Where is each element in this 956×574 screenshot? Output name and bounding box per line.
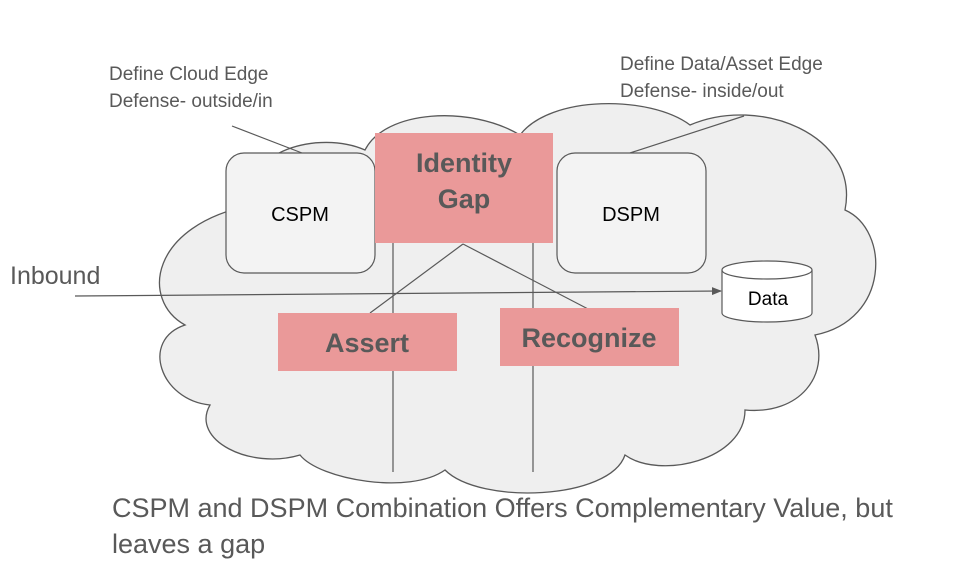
data-edge-leader-line: [629, 115, 745, 154]
gap-to-assert-line: [369, 243, 464, 314]
recognize-label: Recognize: [521, 323, 656, 353]
inbound-arrow: [74, 287, 722, 297]
inbound-label: Inbound: [10, 262, 100, 290]
assert-box: [278, 313, 457, 371]
data-edge-annotation-line2: Defense- inside/out: [620, 81, 784, 102]
diagram-caption: CSPM and DSPM Combination Offers Complem…: [112, 493, 893, 559]
cloud-edge-annotation-line1: Define Cloud Edge: [109, 64, 269, 85]
cloud-edge-annotation-line2: Defense- outside/in: [109, 91, 273, 112]
identity-gap-box: [375, 133, 553, 243]
cloud-edge-leader-line: [231, 125, 303, 154]
dspm-box: [556, 152, 707, 274]
recognize-box: [500, 308, 679, 366]
gap-to-recognize-line: [462, 243, 591, 311]
dspm-label: DSPM: [602, 204, 660, 226]
data-label: Data: [748, 289, 789, 310]
data-edge-annotation-line1: Define Data/Asset Edge: [620, 54, 823, 75]
identity-gap-label-line2: Gap: [438, 184, 491, 214]
identity-gap-label-line1: Identity: [416, 148, 512, 178]
data-cylinder-icon: [721, 260, 813, 323]
cspm-label: CSPM: [271, 204, 329, 226]
assert-label: Assert: [325, 328, 409, 358]
